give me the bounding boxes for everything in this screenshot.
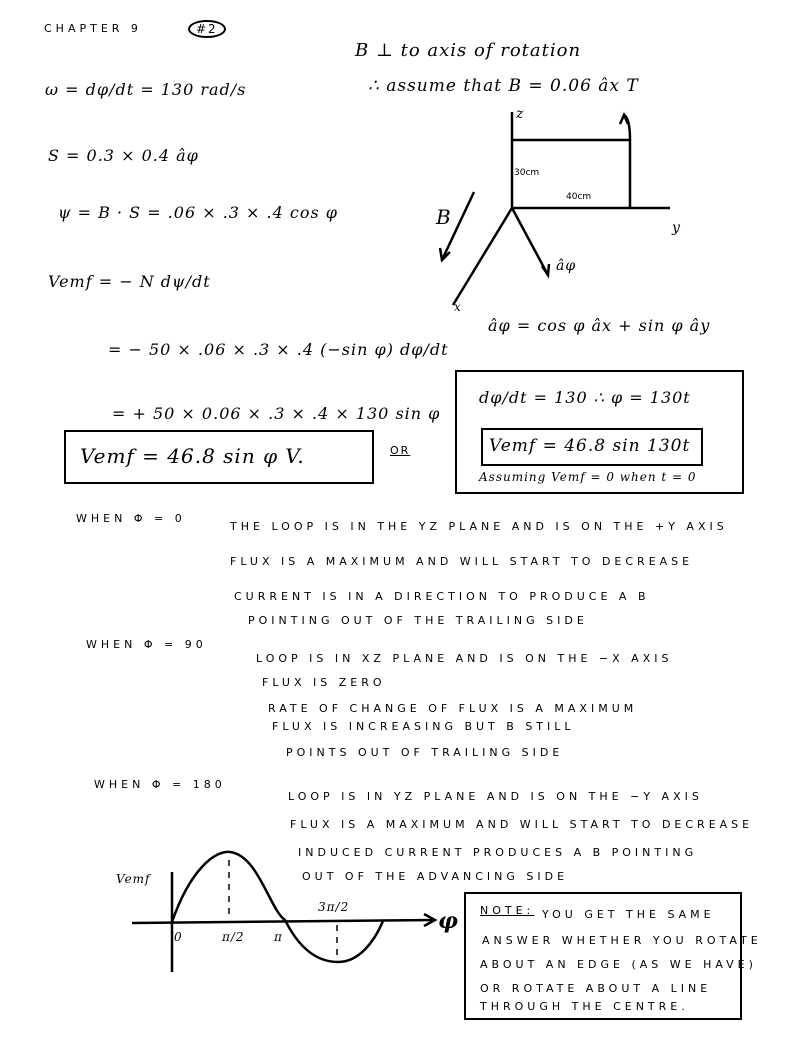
case-2-line: out of the advancing side — [302, 870, 569, 883]
case-2-line: Loop is in YZ plane and is on the −Y axi… — [288, 790, 703, 803]
case-0-line: pointing out of the trailing side — [248, 614, 588, 627]
case-0-line: Current is in a direction to produce a B — [234, 590, 650, 603]
vemf-graph — [131, 850, 438, 972]
dimension-30cm: 30cm — [514, 168, 540, 178]
x-axis-label: x — [454, 300, 462, 314]
note-line: You get the same — [542, 908, 715, 921]
graph-ylabel: Vemf — [116, 872, 151, 886]
note-line: answer whether you rotate — [482, 934, 762, 947]
alt-line-3: Assuming Vemf = 0 when t = 0 — [479, 470, 697, 484]
alternate-result-box: dφ/dt = 130 ∴ φ = 130t Vemf = 46.8 sin 1… — [455, 370, 744, 494]
equation-step-1: = − 50 × .06 × .3 × .4 (−sin φ) dφ/dt — [108, 340, 449, 359]
equation-step-2: = + 50 × 0.06 × .3 × .4 × 130 sin φ — [112, 404, 441, 423]
aphi-equation: âφ = cos φ âx + sin φ ây — [488, 316, 711, 335]
b-field-label: B — [436, 205, 452, 229]
dimension-40cm: 40cm — [566, 192, 592, 202]
case-1-line: Flux is increasing but B still — [272, 720, 575, 733]
note-title: NOTE: — [480, 904, 535, 917]
graph-tick-pi-half: π/2 — [222, 930, 245, 944]
equation-vemf: Vemf = − N dψ/dt — [48, 272, 211, 291]
or-label: OR — [390, 444, 411, 457]
alt-line-1: dφ/dt = 130 ∴ φ = 130t — [479, 388, 691, 407]
case-0-line: Flux is a maximum and will start to decr… — [230, 555, 694, 568]
graph-tick-pi: π — [274, 930, 283, 944]
case-1-line: Flux is zero — [262, 676, 386, 689]
equation-omega: ω = dφ/dt = 130 rad/s — [45, 80, 247, 99]
note-line: about an edge (as we have) — [480, 958, 757, 971]
given-line-1: B ⊥ to axis of rotation — [355, 40, 582, 61]
case-1-label: WHEN φ = 90 — [86, 638, 207, 651]
chapter-label: CHAPTER 9 — [44, 22, 142, 35]
case-0-line: The loop is in the YZ plane and is on th… — [230, 520, 728, 533]
graph-tick-3pi-half: 3π/2 — [318, 900, 350, 914]
equation-surface: S = 0.3 × 0.4 âφ — [48, 146, 199, 165]
case-1-line: points out of trailing side — [286, 746, 564, 759]
case-2-line: Flux is a maximum and will start to decr… — [290, 818, 754, 831]
case-0-label: WHEN φ = 0 — [76, 512, 186, 525]
case-1-line: Rate of change of flux is a maximum — [268, 702, 638, 715]
case-1-line: Loop is in XZ plane and is on the −X axi… — [256, 652, 673, 665]
graph-xlabel: φ — [438, 908, 459, 934]
note-line: or rotate about a line — [480, 982, 712, 995]
case-2-line: Induced current produces a B pointing — [298, 846, 698, 859]
z-axis-label: z — [516, 106, 525, 122]
y-axis-label: y — [672, 220, 681, 236]
equation-flux: ψ = B · S = .06 × .3 × .4 cos φ — [58, 203, 338, 222]
result-text: Vemf = 46.8 sin φ V. — [80, 444, 305, 468]
problem-number: #2 — [188, 20, 226, 38]
result-box: Vemf = 46.8 sin φ V. — [64, 430, 374, 484]
aphi-label: âφ — [556, 258, 577, 274]
alt-inner-box: Vemf = 46.8 sin 130t — [481, 428, 703, 466]
alt-line-2: Vemf = 46.8 sin 130t — [489, 436, 691, 456]
note-line: through the centre. — [480, 1000, 689, 1013]
graph-tick-0: 0 — [174, 930, 183, 944]
given-line-2: ∴ assume that B = 0.06 âx T — [368, 76, 639, 96]
note-box: NOTE: You get the same answer whether yo… — [464, 892, 758, 1020]
case-2-label: WHEN φ = 180 — [94, 778, 226, 791]
